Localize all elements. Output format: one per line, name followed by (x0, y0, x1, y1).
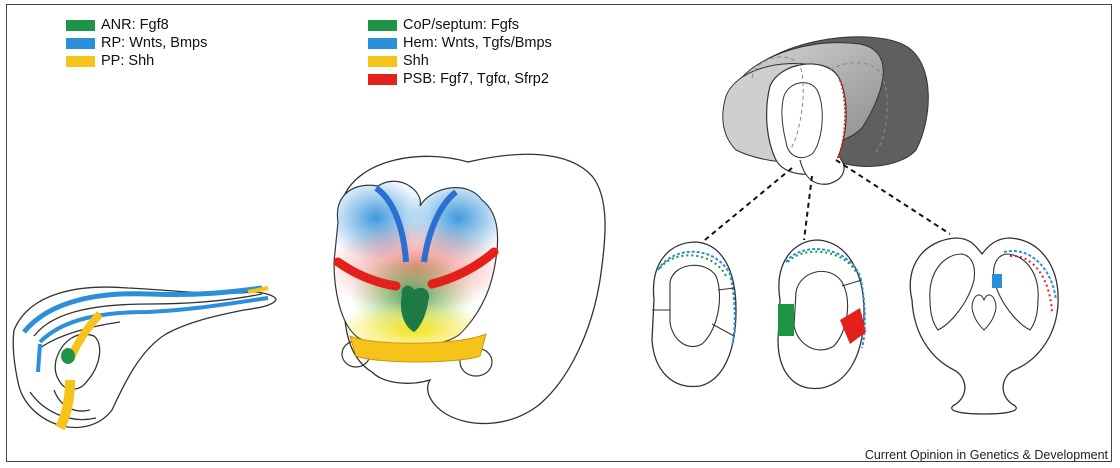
coronal-section-3 (910, 238, 1058, 414)
journal-credit: Current Opinion in Genetics & Developmen… (865, 448, 1108, 462)
roof-plate-band-lower (38, 344, 40, 372)
anterior-neural-ridge (61, 348, 75, 364)
prechordal-plate-tail (60, 380, 70, 428)
roof-plate-band (24, 288, 262, 332)
embryo-head-diagram (324, 154, 605, 423)
coronal-section-2 (778, 240, 866, 389)
connector-line-middle (804, 176, 812, 240)
hem-domain (992, 274, 1002, 288)
forebrain-3d-diagram (652, 37, 1058, 414)
septum-domain (778, 304, 794, 336)
connector-line-left (700, 168, 792, 244)
section-slab-outer (767, 64, 846, 174)
connector-line-right (836, 160, 950, 234)
neural-tube-inner-fold (34, 294, 262, 336)
coronal-section-1 (652, 242, 736, 387)
